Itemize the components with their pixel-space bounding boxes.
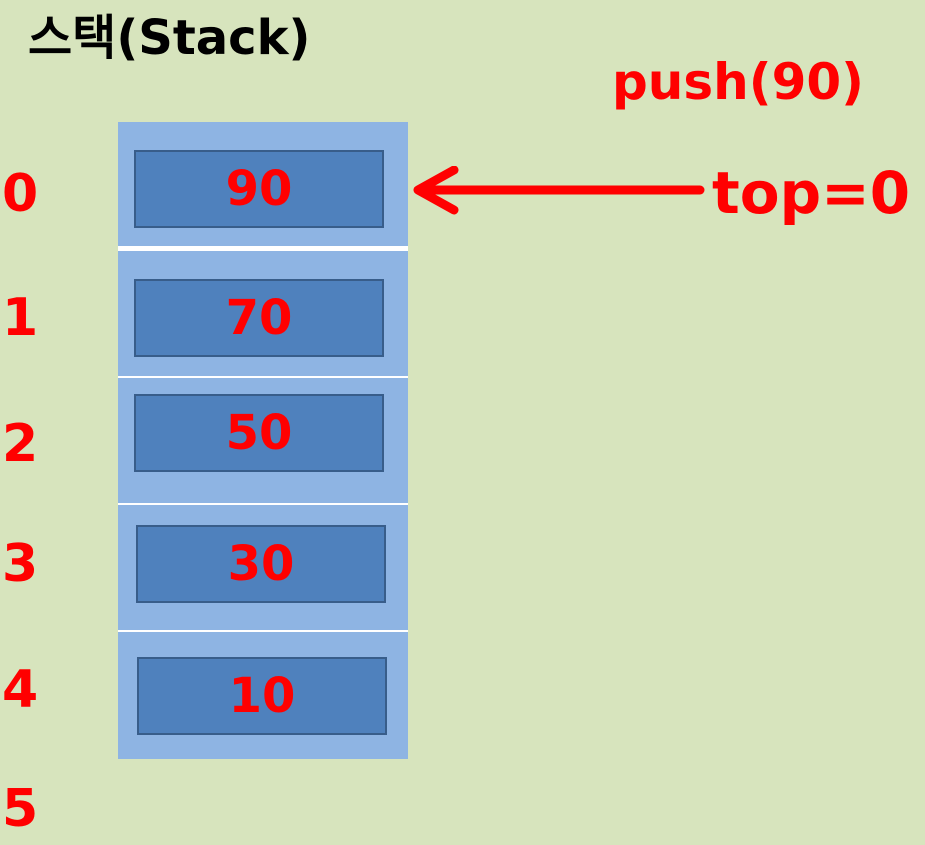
stack-cell: 50 bbox=[134, 394, 384, 472]
index-label: 1 bbox=[2, 288, 39, 348]
diagram-title: 스택(Stack) bbox=[28, 10, 311, 66]
index-label: 5 bbox=[2, 779, 39, 839]
operation-label: push(90) bbox=[612, 53, 865, 111]
pointer-arrow-icon bbox=[413, 166, 705, 215]
index-label: 0 bbox=[2, 164, 39, 224]
index-label: 2 bbox=[2, 414, 39, 474]
slot-divider bbox=[118, 503, 408, 505]
slot-divider bbox=[118, 246, 408, 251]
stack-cell: 30 bbox=[136, 525, 386, 603]
index-label: 4 bbox=[2, 660, 39, 720]
stack-cell: 10 bbox=[137, 657, 387, 735]
slot-divider bbox=[118, 376, 408, 378]
top-pointer-label: top=0 bbox=[712, 159, 911, 227]
slot-divider bbox=[118, 630, 408, 632]
index-label: 3 bbox=[2, 534, 39, 594]
stack-cell: 70 bbox=[134, 279, 384, 357]
stack-cell: 90 bbox=[134, 150, 384, 228]
